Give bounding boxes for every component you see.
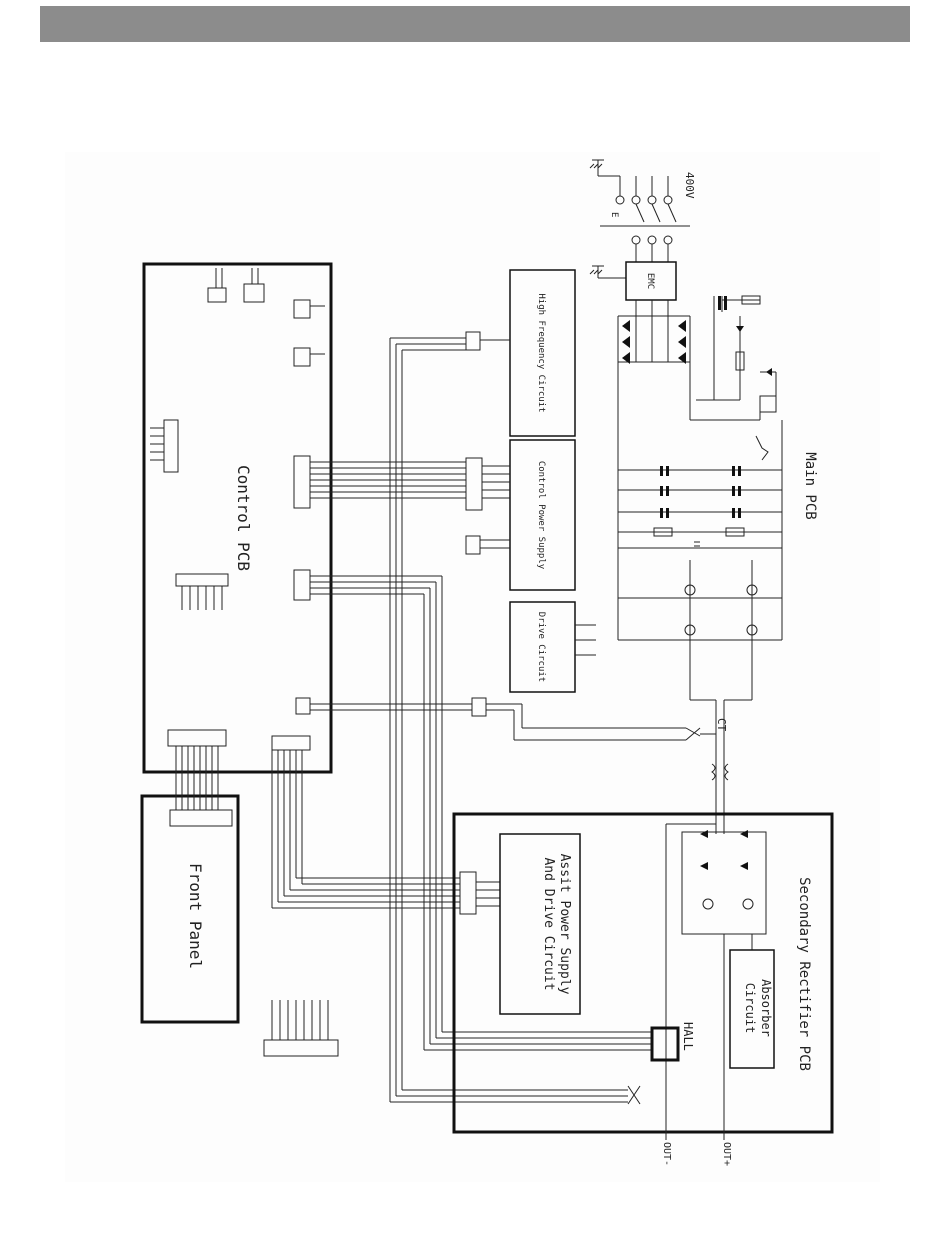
front-panel-label: Front Panel: [186, 863, 205, 969]
emc-label: EMC: [645, 273, 655, 289]
assist-power-label-2: And Drive Circuit: [541, 857, 556, 990]
absorber-label-2: Circuit: [743, 983, 757, 1034]
absorber-label-1: Absorber: [759, 979, 773, 1037]
out-plus-label: OUT+: [721, 1142, 732, 1166]
ground-mark-label: E: [609, 212, 619, 217]
ct-label: CT: [715, 718, 728, 732]
control-pcb-label: Control PCB: [234, 465, 253, 571]
out-minus-label: OUT-: [661, 1142, 672, 1166]
hall-label: HALL: [681, 1022, 695, 1051]
drive-circuit-label: Drive Circuit: [536, 612, 546, 682]
high-frequency-circuit-label: High Frequency Circuit: [536, 293, 546, 412]
input-voltage-label: 400V: [683, 172, 696, 199]
assist-power-label-1: Assit Power Supply: [557, 854, 572, 995]
control-power-supply-label: Control Power Supply: [536, 461, 546, 570]
main-pcb-label: Main PCB: [802, 452, 818, 519]
secondary-rectifier-label: Secondary Rectifier PCB: [796, 877, 812, 1071]
